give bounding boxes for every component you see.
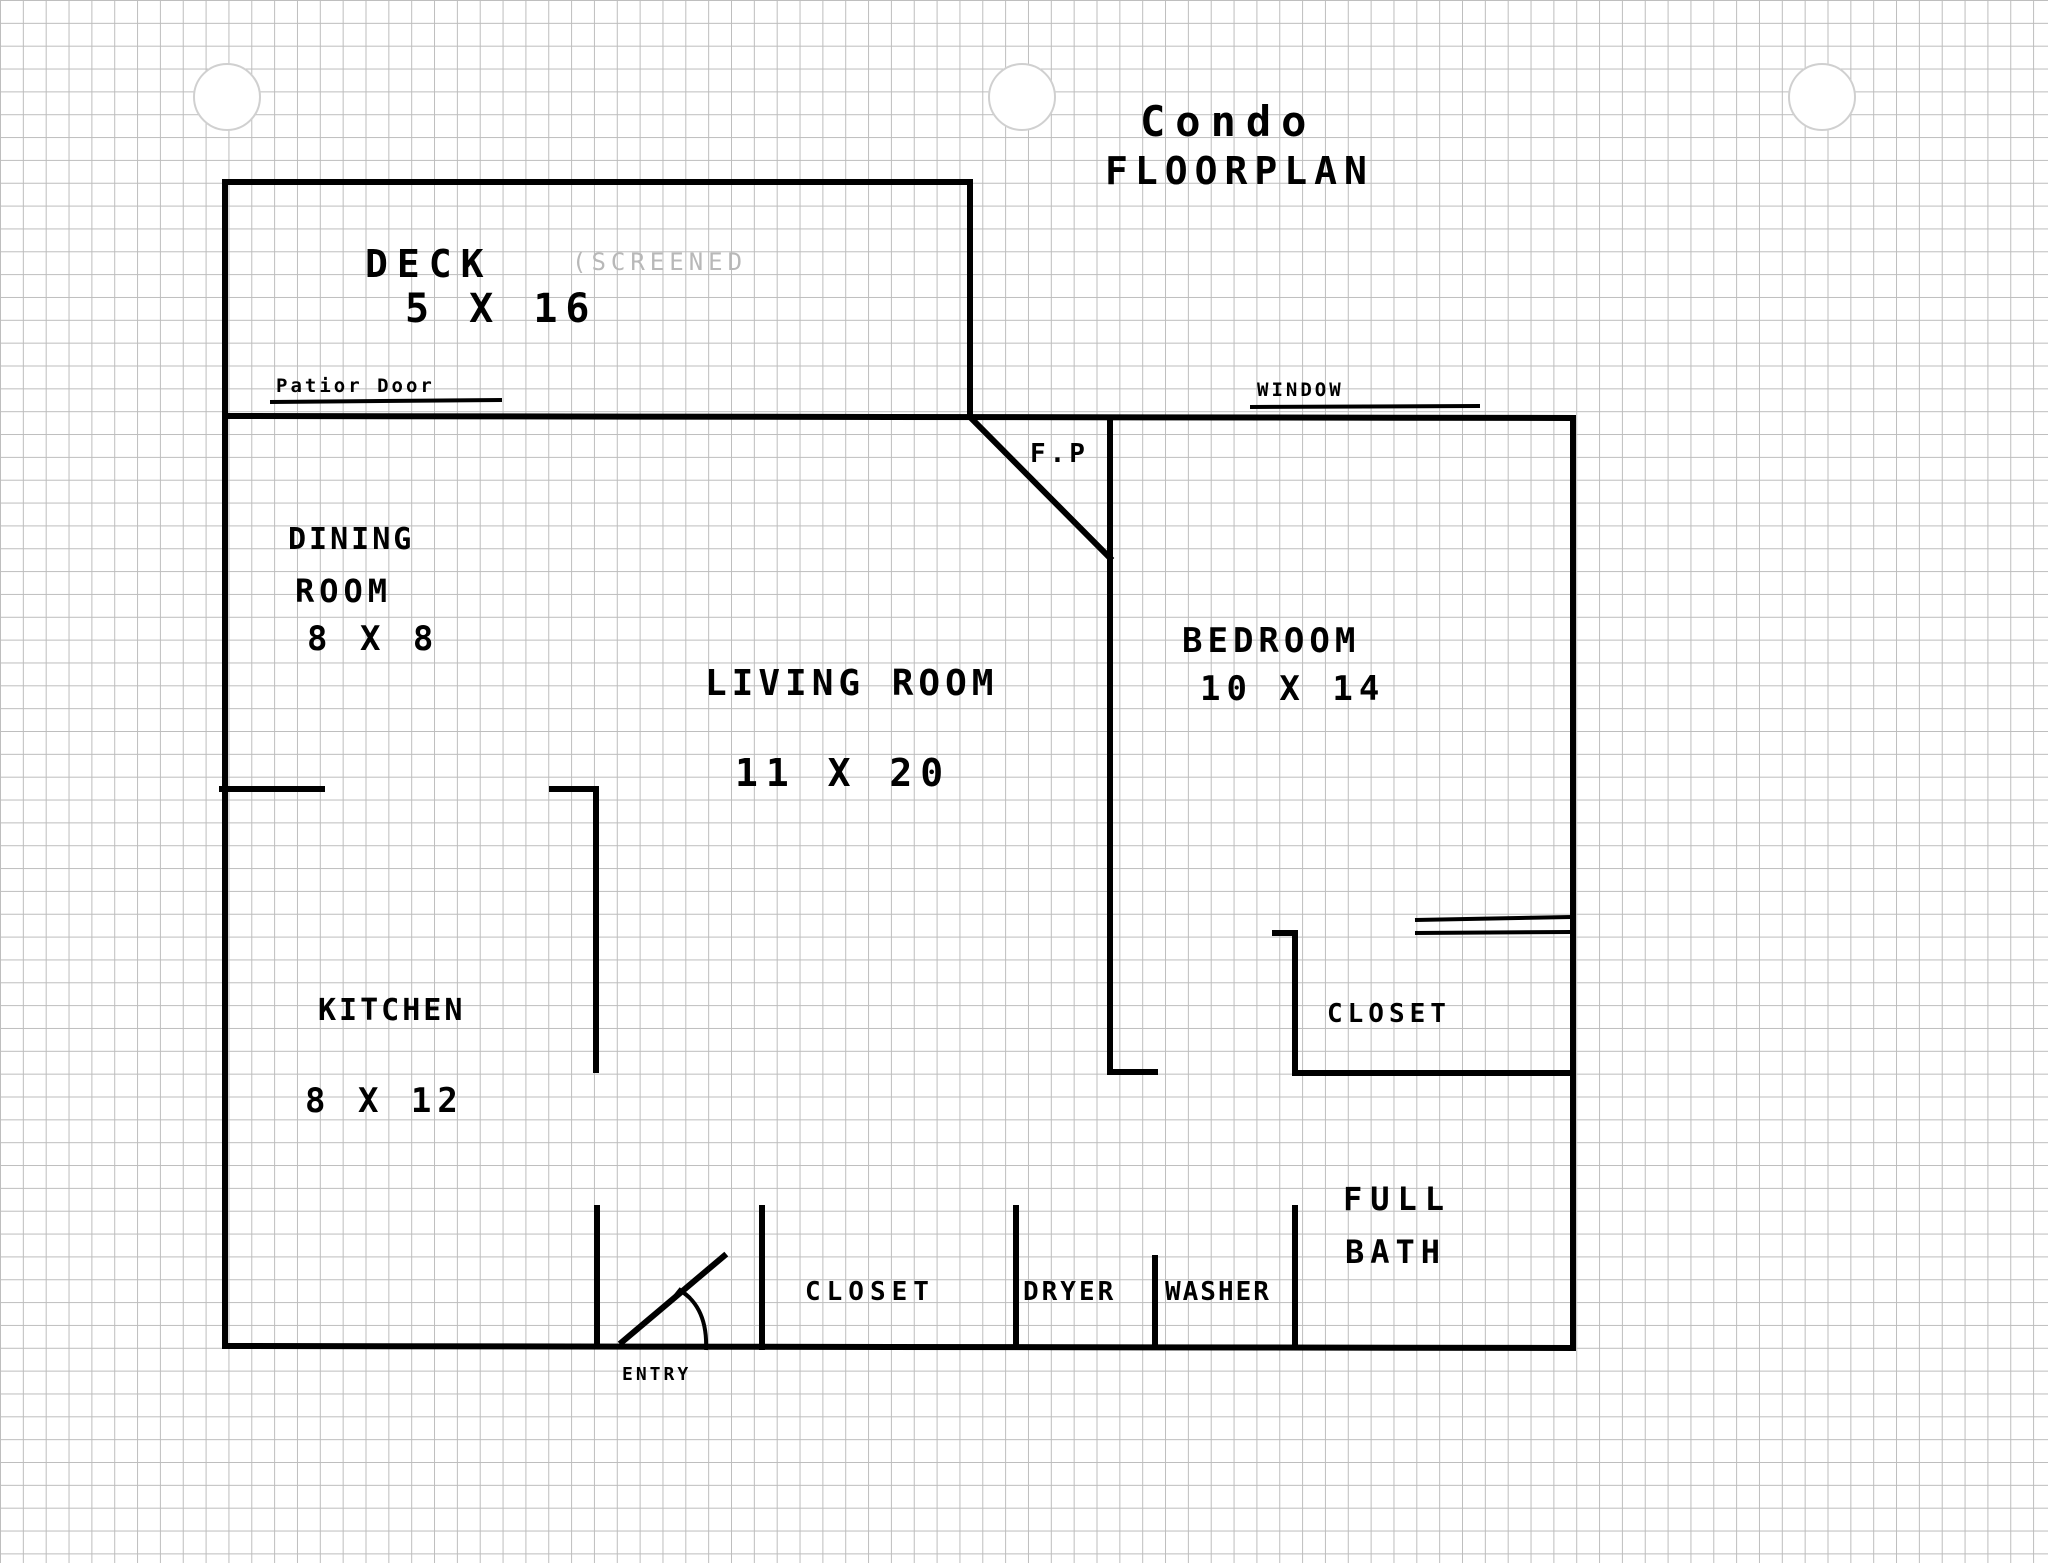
deck-size: 5 X 16 — [405, 286, 598, 332]
living-room-name: LIVING ROOM — [705, 663, 998, 704]
kitchen-partition — [549, 786, 599, 1073]
title-line2: FLOORPLAN — [1105, 149, 1374, 193]
kitchen-size: 8 X 12 — [305, 1081, 464, 1121]
washer-label: WASHER — [1165, 1277, 1271, 1307]
fireplace-diagonal — [965, 412, 1115, 563]
bedroom-closet-door — [1414, 915, 1572, 922]
fireplace-label: F.P — [1030, 439, 1089, 469]
bedroom-left-wall — [1107, 415, 1158, 1075]
bedroom-closet-wall — [1272, 930, 1576, 1076]
bedroom-size: 10 X 14 — [1200, 669, 1385, 709]
patio-door-marker — [269, 398, 503, 404]
window-label: WINDOW — [1257, 379, 1344, 401]
binder-hole-middle — [988, 63, 1056, 131]
bedroom-name: BEDROOM — [1182, 621, 1360, 661]
dining-size: 8 X 8 — [307, 619, 439, 659]
deck-name: DECK — [365, 242, 493, 286]
deck-note: (SCREENED — [572, 248, 747, 276]
bedroom-closet-door-offset — [1414, 930, 1572, 935]
title-line1: Condo — [1140, 97, 1316, 146]
patio-door-label: Patior Door — [276, 375, 435, 397]
window-marker — [1249, 404, 1481, 409]
entry-arrow-icon — [670, 1287, 692, 1302]
living-room-size: 11 X 20 — [735, 751, 951, 795]
binder-hole-right — [1788, 63, 1856, 131]
bath-name-line2: BATH — [1345, 1233, 1446, 1271]
binder-hole-left — [193, 63, 261, 131]
exterior-wall — [222, 412, 1576, 1352]
dining-name-line2: ROOM — [295, 572, 392, 610]
entry-label: ENTRY — [622, 1364, 691, 1385]
dryer-label: DRYER — [1023, 1277, 1116, 1307]
hall-closet-label: CLOSET — [805, 1277, 935, 1307]
kitchen-name: KITCHEN — [318, 993, 465, 1028]
bath-name-line1: FULL — [1343, 1180, 1452, 1218]
dining-name-line1: DINING — [288, 522, 414, 557]
entry-door-arc — [678, 1288, 709, 1351]
deck-outline — [222, 179, 973, 420]
bedroom-closet-label: CLOSET — [1327, 999, 1451, 1029]
